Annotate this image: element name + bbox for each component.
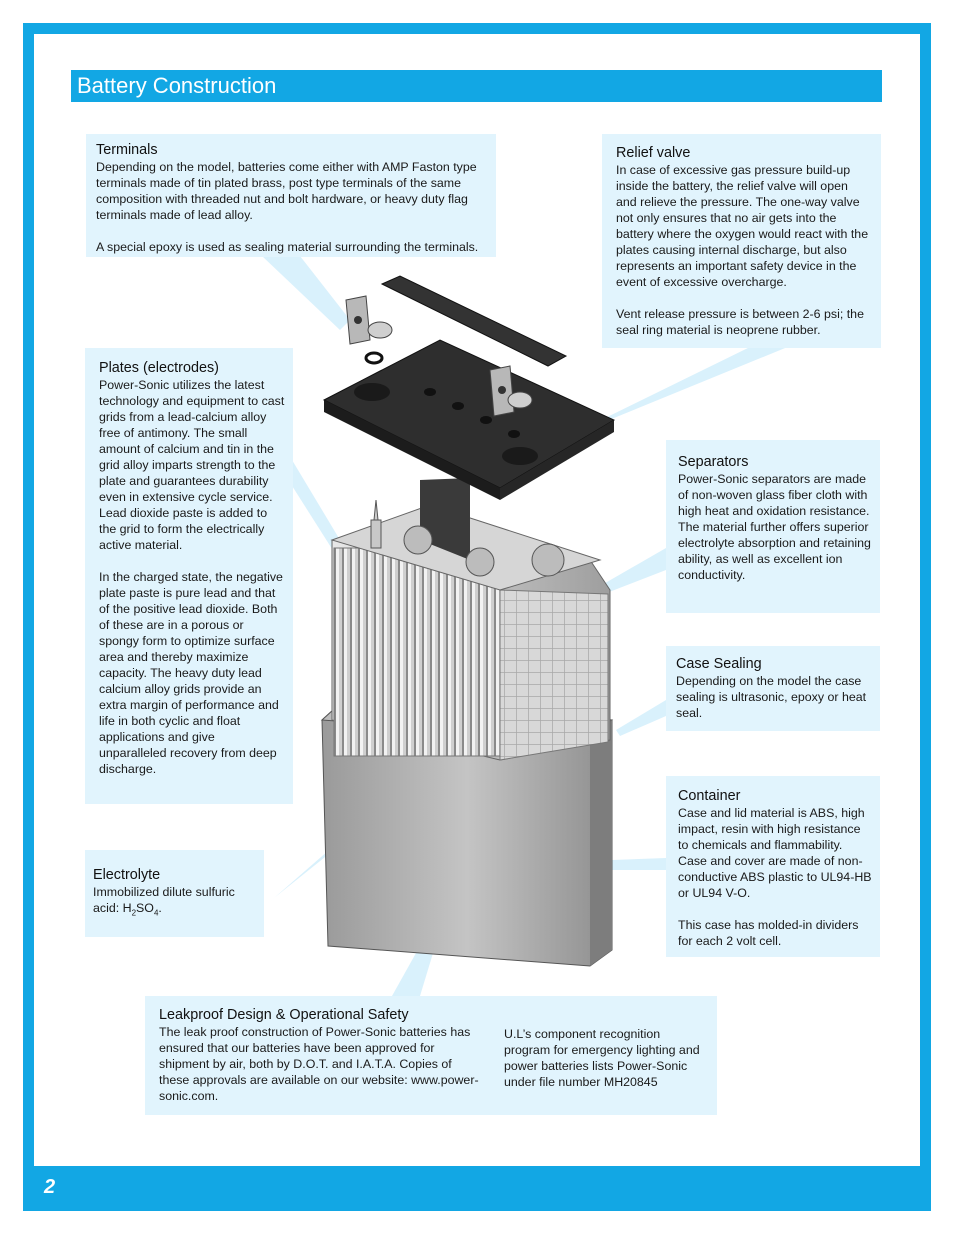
page-title: Battery Construction xyxy=(71,70,882,102)
callout-text: Power-Sonic utilizes the latest technolo… xyxy=(99,378,285,552)
callout-heading: Leakproof Design & Operational Safety xyxy=(159,1007,409,1023)
callout-text: This case has molded-in dividers for eac… xyxy=(678,918,859,948)
callout-heading: Terminals xyxy=(96,142,158,158)
callout-case-sealing: Case Sealing Depending on the model the … xyxy=(666,646,880,731)
callout-heading: Electrolyte xyxy=(93,867,161,883)
seal-strip xyxy=(380,275,568,367)
callout-container: Container Case and lid material is ABS, … xyxy=(666,776,880,957)
callout-heading: Relief valve xyxy=(616,145,691,161)
callout-heading: Plates (electrodes) xyxy=(99,360,219,376)
callout-leakproof: Leakproof Design & Operational Safety Th… xyxy=(145,996,717,1115)
callout-plates: Plates (electrodes) Power-Sonic utilizes… xyxy=(85,348,293,804)
callout-heading: Container xyxy=(678,788,741,804)
subscript-2: 2 xyxy=(131,908,137,918)
callout-text: In case of excessive gas pressure build-… xyxy=(616,163,869,289)
battery-terminals xyxy=(345,295,533,417)
callout-text: U.L’s component recognition program for … xyxy=(504,1027,700,1089)
callout-relief-valve: Relief valve In case of excessive gas pr… xyxy=(602,134,881,348)
callout-heading: Case Sealing xyxy=(676,656,762,672)
callout-text: A special epoxy is used as sealing mater… xyxy=(96,240,479,254)
electrolyte-so: SO xyxy=(136,901,154,915)
callout-heading: Separators xyxy=(678,454,749,470)
subscript-4: 4 xyxy=(153,908,159,918)
callout-terminals: Terminals Depending on the model, batter… xyxy=(86,134,496,257)
electrolyte-text: Immobilized dilute sulfuric acid: H xyxy=(93,885,235,915)
callout-text: Vent release pressure is between 2-6 psi… xyxy=(616,307,864,337)
callout-text: In the charged state, the negative plate… xyxy=(99,570,283,776)
callout-text: Immobilized dilute sulfuric acid: H2SO4. xyxy=(93,884,256,918)
callout-text: Case and lid material is ABS, high impac… xyxy=(678,806,872,900)
callout-text: Power-Sonic separators are made of non-w… xyxy=(678,472,871,582)
electrolyte-end: . xyxy=(158,901,162,915)
callout-text: Depending on the model the case sealing … xyxy=(676,674,867,720)
page-number: 2 xyxy=(44,1176,56,1198)
callout-separators: Separators Power-Sonic separators are ma… xyxy=(666,440,880,613)
callout-text: The leak proof construction of Power-Son… xyxy=(159,1025,479,1103)
callout-electrolyte: Electrolyte Immobilized dilute sulfuric … xyxy=(85,850,264,937)
callout-text: Depending on the model, batteries come e… xyxy=(96,160,477,222)
battery-plates xyxy=(330,478,611,761)
battery-lid xyxy=(322,339,616,500)
